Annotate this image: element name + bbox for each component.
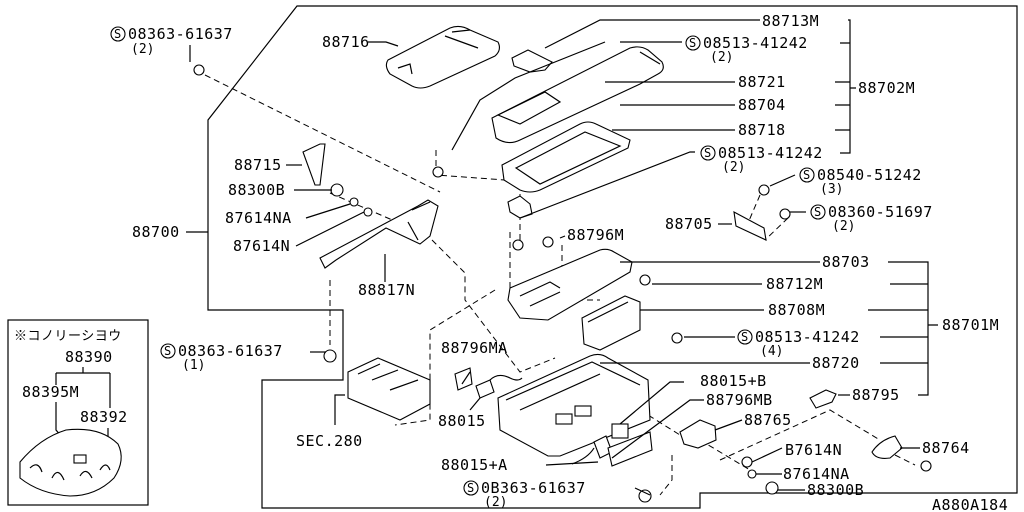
- label-88703: 88703: [822, 253, 870, 271]
- svg-text:S: S: [164, 344, 171, 358]
- label-88701M: 88701M: [942, 316, 999, 334]
- label-87614NA-left: 87614NA: [225, 209, 292, 227]
- label-88715: 88715: [234, 156, 282, 174]
- svg-text:S: S: [689, 36, 696, 50]
- part-88705-bracket: [733, 211, 767, 241]
- label-88796MA: 88796MA: [441, 339, 508, 357]
- label-87614N-left: 87614N: [233, 237, 290, 255]
- label-87614NA-right: 87614NA: [783, 465, 850, 483]
- label-88708M: 88708M: [768, 301, 825, 319]
- qty-08513-41242-a: (2): [710, 50, 733, 65]
- label-87614N-right: B7614N: [785, 441, 842, 459]
- label-88395M: 88395M: [22, 383, 79, 401]
- label-88015-plus-B: 88015+B: [700, 372, 767, 390]
- part-88796MA-clip: [454, 367, 473, 391]
- leader-lines: [186, 19, 938, 496]
- qty-08540-51242: (3): [820, 182, 843, 197]
- svg-text:S: S: [114, 27, 121, 41]
- part-88015B-socket: [611, 423, 629, 439]
- label-88795: 88795: [852, 386, 900, 404]
- qty-08363-61637-bottom: (2): [484, 495, 507, 510]
- inset-title: ※コノリーシヨウ: [14, 329, 122, 344]
- assembly-88700-outline: [207, 5, 1018, 509]
- part-88708M-pocket: [581, 295, 641, 351]
- label-88796MB: 88796MB: [706, 391, 773, 409]
- diagram-code: A880A184: [932, 496, 1008, 512]
- label-88015-plus-A: 88015+A: [441, 456, 508, 474]
- label-88720: 88720: [812, 354, 860, 372]
- label-88702M: 88702M: [858, 79, 915, 97]
- standard-part-mark: S: [799, 167, 815, 183]
- part-88715-plate: [302, 143, 326, 186]
- label-88713M: 88713M: [762, 12, 819, 30]
- label-88700: 88700: [132, 223, 180, 241]
- part-88796MB-plate: [607, 431, 653, 467]
- qty-08363-61637-top: (2): [131, 42, 154, 57]
- label-08540-51242: 08540-51242: [817, 166, 922, 184]
- label-88817N: 88817N: [358, 281, 415, 299]
- qty-08513-41242-b: (2): [722, 160, 745, 175]
- svg-text:S: S: [467, 481, 474, 495]
- label-88300B-left: 88300B: [228, 181, 285, 199]
- part-88716-lid: [385, 25, 501, 89]
- standard-part-mark: S: [110, 26, 126, 42]
- part-88015-lamp: [475, 374, 523, 399]
- qty-08360-51697: (2): [832, 219, 855, 234]
- label-88712M: 88712M: [766, 275, 823, 293]
- qty-08363-61637-middle: (1): [182, 358, 205, 373]
- label-88705: 88705: [665, 215, 713, 233]
- label-08363-61637-top: 08363-61637: [128, 25, 233, 43]
- label-88300B-right: 88300B: [807, 481, 864, 499]
- part-88703-tray: [507, 248, 633, 321]
- part-88704-trim: [501, 121, 631, 193]
- part-88718-bracket: [507, 195, 533, 219]
- part-88817N-bracket: [319, 199, 439, 269]
- label-88716: 88716: [322, 33, 370, 51]
- label-88765: 88765: [744, 411, 792, 429]
- label-08363-61637-bottom: 0B363-61637: [481, 479, 586, 497]
- standard-part-mark: S: [700, 145, 716, 161]
- label-08363-61637-middle: 08363-61637: [178, 342, 283, 360]
- label-88718: 88718: [738, 121, 786, 139]
- label-08513-41242-a: 08513-41242: [703, 34, 808, 52]
- svg-text:S: S: [814, 205, 821, 219]
- label-08513-41242-b: 08513-41242: [718, 144, 823, 162]
- part-sec280-switch: [347, 357, 431, 421]
- standard-part-mark: S: [160, 343, 176, 359]
- standard-part-mark: S: [737, 329, 753, 345]
- label-88390: 88390: [65, 348, 113, 366]
- standard-part-mark: S: [810, 204, 826, 220]
- part-88765-hinge: [679, 419, 717, 449]
- part-88764-cap: [871, 435, 903, 459]
- label-sec-280: SEC.280: [296, 432, 363, 450]
- inset-connolly-leather: ※コノリーシヨウ 88390 88395M 88392: [7, 319, 149, 506]
- part-88795-knob: [809, 389, 837, 409]
- label-88015: 88015: [438, 412, 486, 430]
- part-88721-top-panel: [491, 46, 664, 144]
- label-88721: 88721: [738, 73, 786, 91]
- label-88796M: 88796M: [567, 226, 624, 244]
- standard-part-mark: S: [463, 480, 479, 496]
- label-88392: 88392: [80, 408, 128, 426]
- standard-part-mark: S: [685, 35, 701, 51]
- label-08360-51697: 08360-51697: [828, 203, 933, 221]
- shift-boot-icon: [19, 428, 122, 497]
- svg-text:S: S: [803, 168, 810, 182]
- svg-text:S: S: [704, 146, 711, 160]
- svg-text:S: S: [741, 330, 748, 344]
- label-08513-41242-c: 08513-41242: [755, 328, 860, 346]
- qty-08513-41242-c: (4): [760, 344, 783, 359]
- label-88704: 88704: [738, 96, 786, 114]
- label-88764: 88764: [922, 439, 970, 457]
- part-88713M-pad: [511, 49, 553, 73]
